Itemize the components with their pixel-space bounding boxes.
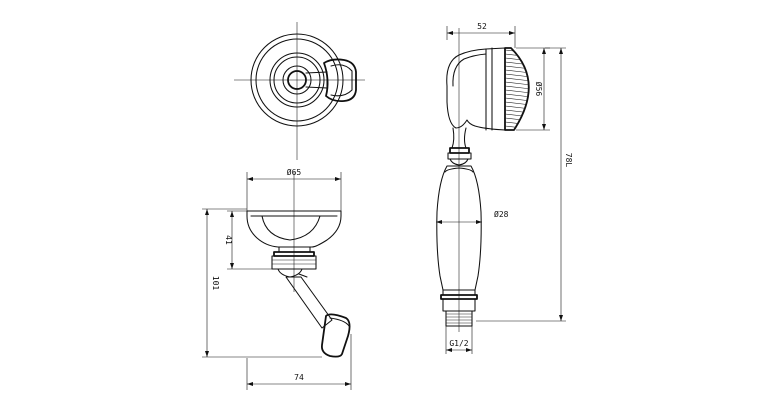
bracket-arm: [305, 71, 328, 89]
dim-holder-width: 74: [246, 334, 352, 390]
collar-base: [277, 268, 303, 278]
holder-cup-top: [323, 58, 357, 103]
label-handle-diameter: Ø28: [494, 209, 509, 219]
neck-ring-upper: [449, 147, 470, 154]
thread-connector: [445, 310, 473, 327]
dim-holder-cup-diameter: Ø65: [246, 167, 342, 211]
flange-rim-circle: [255, 38, 339, 122]
shower-side-view: [436, 28, 530, 332]
swivel-collar: [271, 255, 317, 270]
dim-holder-height: 101: [202, 208, 322, 358]
label-holder-height: 101: [211, 276, 220, 291]
dim-head-diameter: Ø56: [516, 47, 550, 131]
flange-boss-circle: [273, 56, 321, 104]
label-total-length: 78L: [564, 153, 573, 168]
wall-plate: [321, 313, 351, 358]
cup-body: [246, 210, 342, 248]
label-holder-width: 74: [294, 373, 304, 382]
holder-cup-rim: [330, 64, 353, 97]
dim-holder-cup-depth: 41: [224, 210, 272, 270]
flange-inner-circle: [269, 52, 325, 108]
arm-joint: [298, 273, 308, 278]
label-head-diameter: Ø56: [534, 82, 544, 97]
neck-transition: [449, 158, 469, 166]
neck-ring-lower: [447, 152, 472, 160]
label-holder-cup-diameter: Ø65: [287, 167, 302, 177]
shower-head-body: [446, 47, 506, 131]
hub-inner-circle: [287, 70, 307, 90]
holder-top-view: [234, 22, 365, 160]
label-top-width: 52: [477, 22, 487, 31]
wall-plate-edge: [329, 317, 350, 327]
label-holder-cup-depth: 41: [224, 235, 233, 245]
outer-flange-circle: [250, 33, 344, 127]
head-inner-contour: [452, 53, 487, 87]
dim-thread: G1/2: [445, 326, 473, 354]
dim-handle-diameter: Ø28: [436, 209, 509, 224]
cup-inner-contour: [261, 215, 321, 241]
label-thread: G1/2: [449, 339, 468, 348]
dim-total-length: 78L: [476, 47, 573, 322]
holder-front-view: [246, 172, 351, 358]
dim-top-width: 52: [446, 22, 516, 48]
shower-face-plate: [504, 47, 530, 131]
wall-arm: [285, 276, 333, 329]
handle-top-band: [444, 167, 474, 173]
hub-outer-circle: [282, 65, 312, 95]
